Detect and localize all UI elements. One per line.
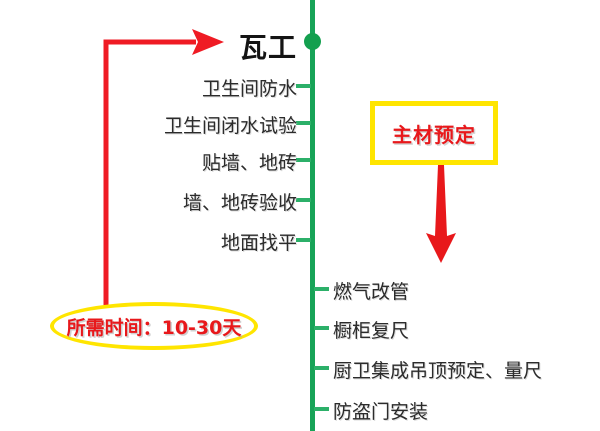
- duration-callout-label: 所需时间：10-30天: [66, 316, 242, 339]
- timeline-tick-left-4: [296, 198, 311, 202]
- timeline-step-upper-2: 卫生间闭水试验: [163, 115, 297, 137]
- material-order-callout: 主材预定: [370, 101, 498, 165]
- phase-title: 瓦工: [238, 31, 297, 64]
- timeline-step-upper-5: 地面找平: [220, 232, 297, 254]
- timeline-tick-right-4: [314, 407, 329, 411]
- timeline-step-lower-3: 厨卫集成吊顶预定、量尺: [333, 360, 543, 382]
- timeline-phase-node: [304, 33, 321, 50]
- timeline-axis: [310, 0, 315, 431]
- timeline-tick-right-2: [314, 326, 329, 330]
- timeline-tick-right-1: [314, 287, 329, 291]
- timeline-tick-left-2: [296, 121, 311, 125]
- duration-callout: 所需时间：10-30天: [50, 302, 258, 350]
- timeline-step-upper-4: 墙、地砖验收: [182, 192, 297, 214]
- timeline-step-lower-1: 燃气改管: [333, 281, 410, 303]
- material-callout-arrow: [426, 165, 456, 263]
- timeline-tick-left-3: [296, 158, 311, 162]
- timeline-tick-right-3: [314, 366, 329, 370]
- timeline-tick-left-5: [296, 238, 311, 242]
- timeline-step-lower-4: 防盗门安装: [333, 401, 429, 423]
- timeline-step-upper-1: 卫生间防水: [201, 78, 297, 100]
- material-order-callout-label: 主材预定: [392, 122, 476, 147]
- timeline-tick-left-1: [296, 84, 311, 88]
- timeline-step-lower-2: 橱柜复尺: [333, 320, 410, 342]
- timeline-step-upper-3: 贴墙、地砖: [201, 152, 297, 174]
